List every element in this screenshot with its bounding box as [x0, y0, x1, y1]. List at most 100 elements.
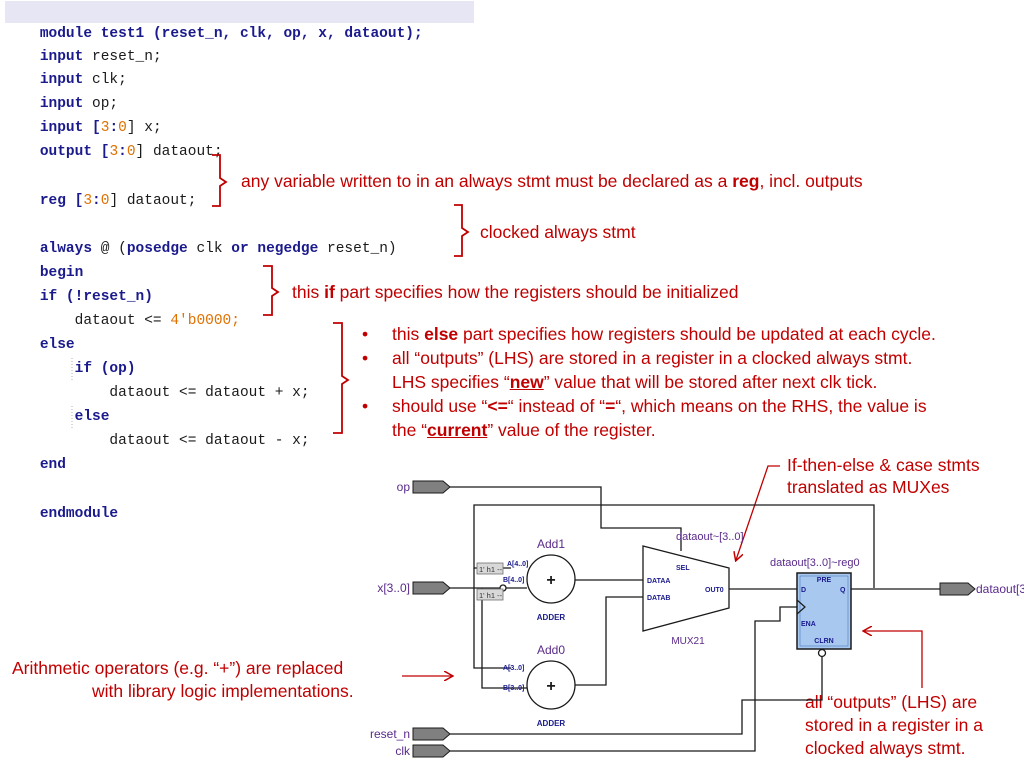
adder-port-b: B[3..0] — [503, 685, 524, 692]
code-line-begin: begin — [39, 265, 84, 281]
register-clrn: CLRN — [814, 638, 833, 645]
mux-body — [642, 545, 730, 632]
mux-datab: DATAB — [647, 595, 670, 602]
annotation-reg-note-line3: clocked always stmt. — [805, 738, 966, 758]
port-label-reset-n: reset_n — [370, 727, 410, 741]
register-pre: PRE — [817, 577, 832, 584]
adder-port-b: B[4..0] — [503, 577, 524, 584]
bracket-always — [454, 204, 470, 257]
clock-triangle-icon — [796, 599, 806, 615]
code-line-always: always @ (posedge clk or negedge reset_n… — [39, 241, 397, 257]
port-x — [412, 581, 451, 595]
bullet-marker: • — [362, 396, 369, 416]
port-label-dataout: dataout[3..0] — [976, 582, 1024, 596]
port-dataout — [939, 582, 976, 596]
adder-type: ADDER — [537, 719, 566, 728]
adder-body — [526, 554, 576, 604]
annotation-mux-note-line1: If-then-else & case stmts — [787, 455, 980, 475]
code-line-input-clk: input clk; — [39, 72, 127, 88]
wire-feedback-add0 — [473, 568, 511, 669]
code-line-init-assign: dataout <= 4'b0000; — [39, 313, 240, 329]
plus-symbol: + — [546, 678, 555, 695]
annotation-clocked-always: clocked always stmt — [480, 222, 636, 242]
const-label-1: 1' h1 -- — [479, 565, 503, 574]
bullet-outputs-register-cont: LHS specifies “new” value that will be s… — [392, 372, 878, 392]
bullet-outputs-register: • all “outputs” (LHS) are stored in a re… — [362, 348, 913, 368]
port-label-op: op — [397, 480, 411, 494]
bracket-else — [333, 322, 350, 434]
const-label-2: 1' h1 -- — [479, 591, 503, 600]
code-line-module: module test1 (reset_n, clk, op, x, datao… — [5, 1, 474, 42]
annotation-if-init: this if part specifies how the registers… — [292, 282, 739, 302]
register-q: Q — [840, 587, 846, 594]
code-line-else: else — [39, 337, 75, 353]
code-line-end: end — [39, 457, 66, 473]
mux-sel: SEL — [676, 565, 690, 572]
bullet-nonblocking-cont: the “current” value of the register. — [392, 420, 656, 440]
wire-x-add0 — [481, 588, 527, 689]
port-label-clk: clk — [395, 744, 411, 758]
register-d: D — [801, 587, 806, 594]
annotation-mux-note-line2: translated as MUXes — [787, 477, 950, 497]
const-box-2 — [476, 588, 504, 601]
code-line-endmodule: endmodule — [39, 506, 119, 522]
register-body — [796, 572, 852, 650]
code-line-else-inner: else — [74, 409, 110, 425]
arrow-to-mux — [736, 465, 780, 560]
code-line-if-reset: if (!reset_n) — [39, 289, 153, 305]
clrn-inverter — [817, 648, 827, 658]
bullet-marker: • — [362, 324, 369, 344]
schematic-ports: op x[3..0] reset_n clk dataout[3..0] — [370, 480, 1024, 758]
register-dataout: dataout[3..0]~reg0 PRE D Q ENA CLRN — [770, 557, 860, 650]
annotation-reg-note-line1: all “outputs” (LHS) are — [805, 692, 978, 712]
annotation-arrows — [402, 465, 923, 688]
bracket-if — [263, 265, 280, 316]
mux-name: MUX21 — [671, 636, 705, 647]
mux21: dataout~[3..0] SEL DATAA DATAB OUT0 MUX2… — [642, 531, 744, 647]
adder-port-a: A[4..0] — [507, 561, 528, 568]
mux-out0: OUT0 — [705, 587, 724, 594]
adder-name: Add0 — [537, 643, 565, 657]
mux-out-label: dataout~[3..0] — [676, 531, 744, 543]
annotation-reg: any variable written to in an always stm… — [241, 171, 863, 191]
wire-reset-clrn — [450, 657, 823, 735]
annotation-arith-line1: Arithmetic operators (e.g. “+”) are repl… — [12, 658, 344, 678]
wire-op-sel — [450, 486, 682, 551]
annotation-reg-note-line2: stored in a register in a — [805, 715, 984, 735]
adder-type: ADDER — [537, 613, 566, 622]
constants: 1' h1 -- 1' h1 -- — [476, 562, 504, 601]
annotation-arith-line2: with library logic implementations. — [92, 681, 354, 701]
port-op — [412, 480, 451, 494]
bracket-reg — [212, 154, 228, 207]
code-line-input-op: input op; — [39, 96, 119, 112]
annotation-brackets — [212, 154, 470, 434]
arrow-to-register — [864, 631, 923, 688]
bullet-nonblocking: • should use “<=“ instead of “=“, which … — [362, 396, 927, 416]
bullet-marker: • — [362, 348, 369, 368]
port-clk — [412, 744, 451, 758]
plus-symbol: + — [546, 572, 555, 589]
adder-body — [526, 660, 576, 710]
adder-add1: + Add1 ADDER A[4..0] B[4..0] — [503, 537, 576, 622]
adder-add0: + Add0 ADDER A[3..0] B[3..0] — [503, 643, 576, 728]
port-label-x: x[3..0] — [377, 581, 410, 595]
adder-name: Add1 — [537, 537, 565, 551]
code-line-output-dataout: output [3:0] dataout; — [39, 144, 223, 160]
adder-port-a: A[3..0] — [503, 665, 524, 672]
wire-add0-datab — [575, 596, 643, 686]
code-line-input-reset: input reset_n; — [39, 49, 162, 65]
code-line-add-assign: dataout <= dataout + x; — [39, 385, 310, 401]
port-reset-n — [412, 727, 451, 741]
mux-dataa: DATAA — [647, 578, 670, 585]
wire-clk — [450, 606, 797, 752]
register-name: dataout[3..0]~reg0 — [770, 557, 860, 569]
schematic-wires — [450, 486, 940, 752]
code-line-reg-dataout: reg [3:0] dataout; — [39, 193, 197, 209]
register-ena: ENA — [801, 621, 816, 628]
code-line-if-op: if (op) — [74, 361, 136, 377]
bullet-else-part: • this else part specifies how registers… — [362, 324, 936, 344]
code-line-sub-assign: dataout <= dataout - x; — [39, 433, 310, 449]
const-box-1 — [476, 562, 504, 575]
code-line-input-x: input [3:0] x; — [39, 120, 162, 136]
